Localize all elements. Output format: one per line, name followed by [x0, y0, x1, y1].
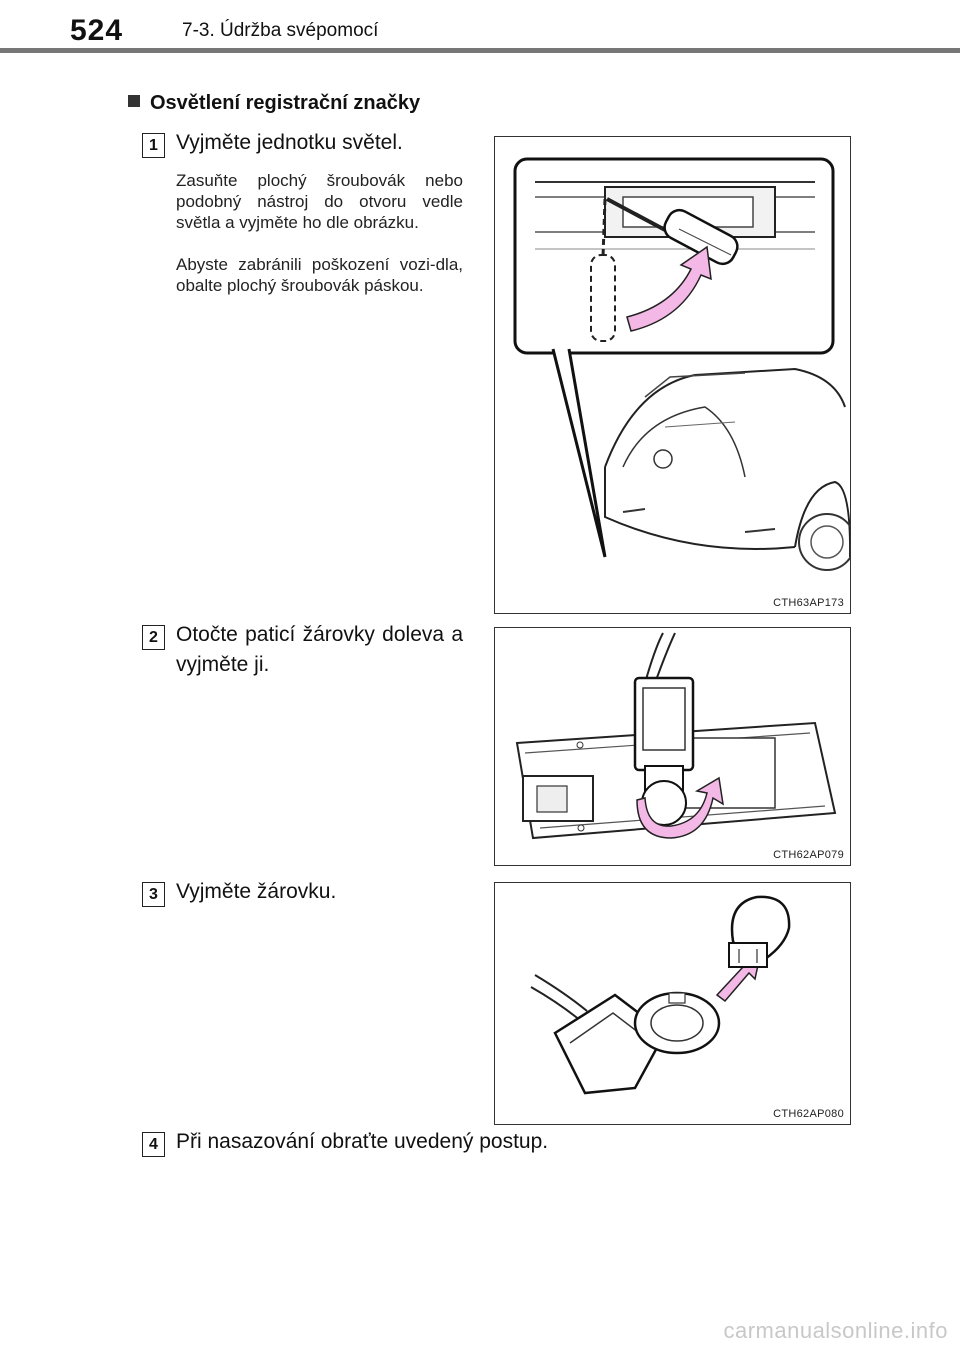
step-2-text: Otočte paticí žárovky doleva a vyjměte j…: [176, 623, 463, 676]
watermark: carmanualsonline.info: [723, 1318, 948, 1343]
figure-step-3: CTH62AP080: [494, 882, 851, 1125]
step-4-text: Při nasazování obraťte uvedený postup.: [176, 1130, 549, 1153]
page-number: 524: [70, 14, 124, 47]
step-number-3: 3: [142, 882, 165, 907]
figure-step-1: CTH63AP173: [494, 136, 851, 614]
bulb-removal-illustration: [530, 895, 791, 1095]
step-number-2: 2: [142, 625, 165, 650]
step-1-note-2: Abyste zabránili poškození vozi-dla, oba…: [176, 255, 463, 295]
step-1-note-1: Zasuňte plochý šroubovák nebo podobný ná…: [176, 171, 463, 232]
header-divider: [0, 48, 960, 53]
bulb-socket-rotation-illustration: [515, 632, 837, 840]
figure-step-2: CTH62AP079: [494, 627, 851, 866]
figure-code-3: CTH62AP080: [773, 1108, 844, 1120]
figure-code-2: CTH62AP079: [773, 849, 844, 861]
step-number-1: 1: [142, 133, 165, 158]
license-light-removal-illustration: [513, 157, 850, 571]
subheading: Osvětlení registrační značky: [128, 92, 420, 115]
section-title: 7-3. Údržba svépomocí: [182, 20, 379, 41]
square-bullet-icon: [128, 95, 140, 107]
step-3-text: Vyjměte žárovku.: [176, 880, 337, 903]
step-1-text: Vyjměte jednotku světel.: [176, 131, 403, 154]
step-number-4: 4: [142, 1132, 165, 1157]
subheading-text: Osvětlení registrační značky: [150, 92, 421, 114]
figure-code-1: CTH63AP173: [773, 597, 844, 609]
